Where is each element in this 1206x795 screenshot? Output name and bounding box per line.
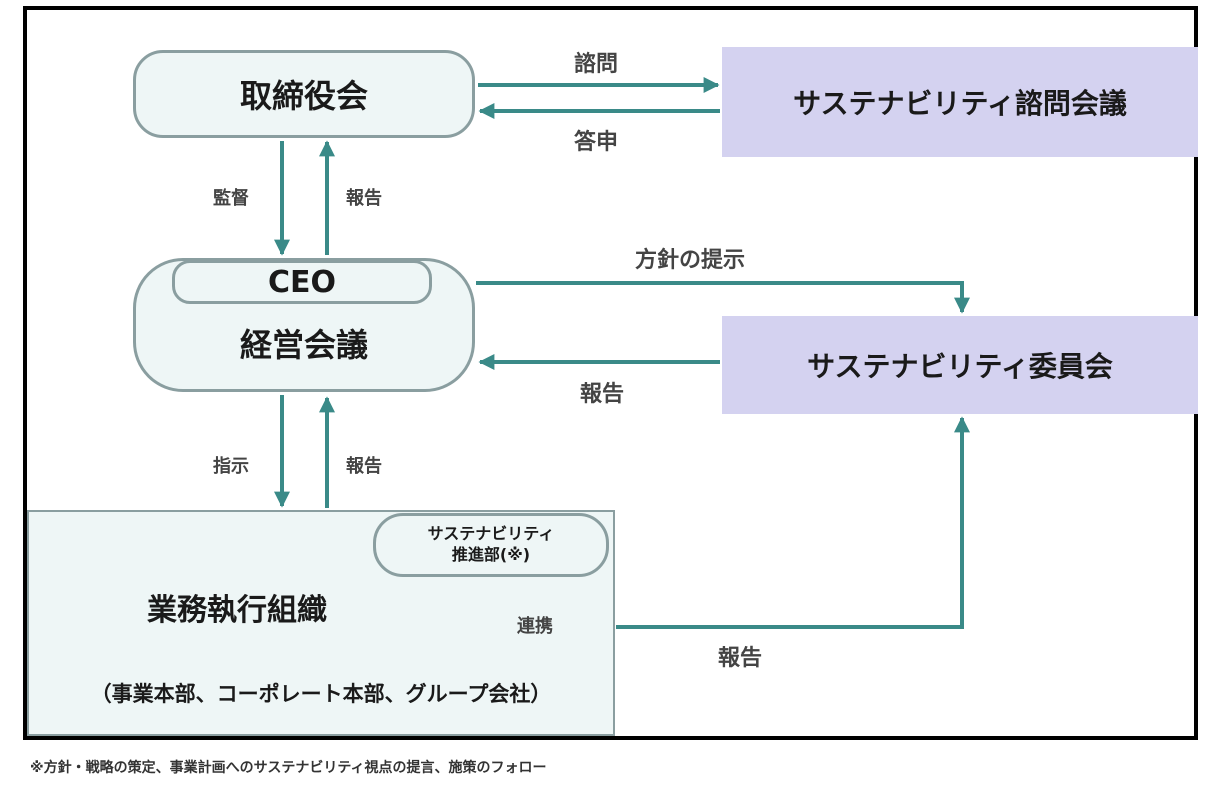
advisory-council-node: サステナビリティ諮問会議 (722, 47, 1198, 157)
promotion-dept-line1: サステナビリティ (427, 524, 555, 544)
label-policy: 方針の提示 (635, 248, 746, 273)
arrow-report-exec (616, 416, 970, 629)
board-node: 取締役会 (133, 50, 475, 138)
promotion-dept-line2: 推進部(※) (451, 545, 531, 564)
ceo-node: CEO (172, 260, 432, 304)
execution-org-title: 業務執行組織 (147, 593, 327, 628)
label-report-mgmt: 報告 (346, 456, 382, 477)
arrow-policy (476, 281, 970, 314)
footnote: ※方針・戦略の策定、事業計画へのサステナビリティ視点の提言、施策のフォロー (30, 760, 547, 776)
label-report-back: 答申 (574, 130, 619, 155)
label-report-committee-mgmt: 報告 (580, 382, 625, 407)
label-cooperate: 連携 (517, 616, 553, 637)
label-consult: 諮問 (574, 52, 619, 77)
label-supervise: 監督 (213, 188, 249, 209)
execution-org-subtitle: （事業本部、コーポレート本部、グループ会社） (90, 682, 552, 706)
label-instruct: 指示 (213, 456, 249, 477)
label-report-exec-committee: 報告 (718, 646, 763, 671)
sustainability-committee-node: サステナビリティ委員会 (722, 316, 1198, 414)
promotion-dept-node: サステナビリティ 推進部(※) (373, 513, 609, 577)
label-report-board: 報告 (346, 188, 382, 209)
